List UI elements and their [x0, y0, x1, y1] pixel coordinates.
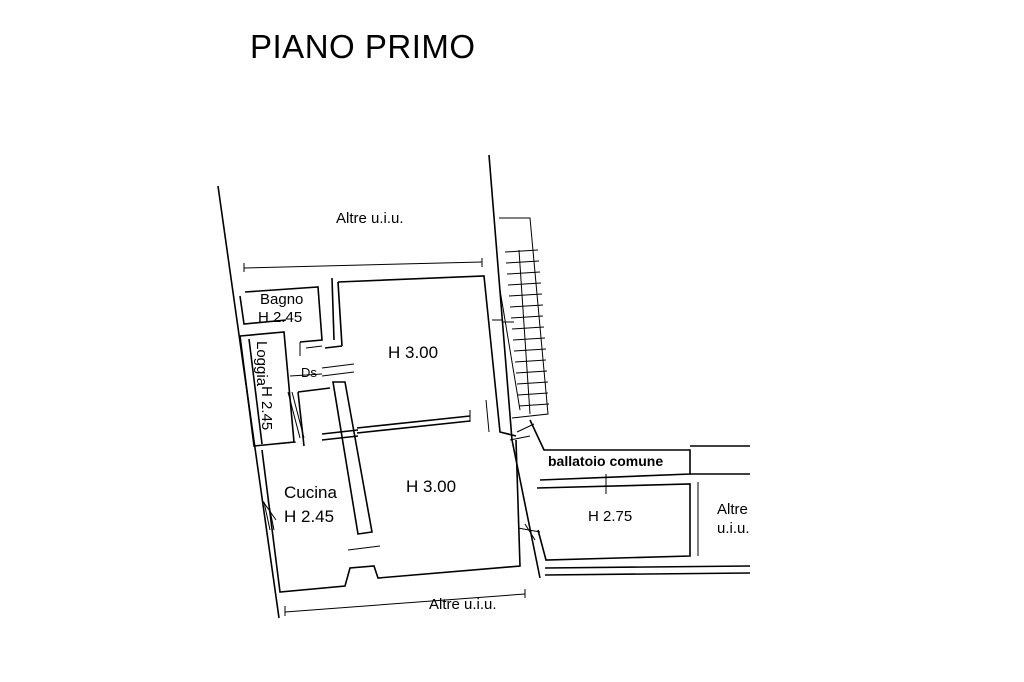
label-cucina: Cucina [284, 483, 337, 502]
label-room1-height: H 3.00 [388, 343, 438, 362]
label-altre-right-uiu: u.i.u. [717, 520, 750, 537]
label-ds: Ds [301, 365, 317, 380]
label-bagno: Bagno [260, 291, 303, 308]
room-h275 [517, 474, 699, 561]
label-room3-height: H 2.75 [588, 508, 632, 525]
label-ballatoio: ballatoio comune [548, 453, 663, 469]
label-room2-height: H 3.00 [406, 477, 456, 496]
plan-title: PIANO PRIMO [250, 28, 476, 65]
site-boundaries [217, 154, 751, 619]
label-cucina-height: H 2.45 [284, 507, 334, 526]
label-altre-bottom: Altre u.i.u. [429, 596, 497, 613]
label-altre-right: Altre [717, 501, 748, 518]
staircase [499, 217, 550, 419]
label-loggia-height: H 2.45 [258, 386, 275, 430]
ballatoio-strip [509, 419, 750, 481]
label-altre-top: Altre u.i.u. [336, 210, 404, 227]
label-loggia: Loggia [253, 341, 270, 387]
label-bagno-height: H 2.45 [258, 309, 302, 326]
apartment-walls [239, 275, 521, 593]
